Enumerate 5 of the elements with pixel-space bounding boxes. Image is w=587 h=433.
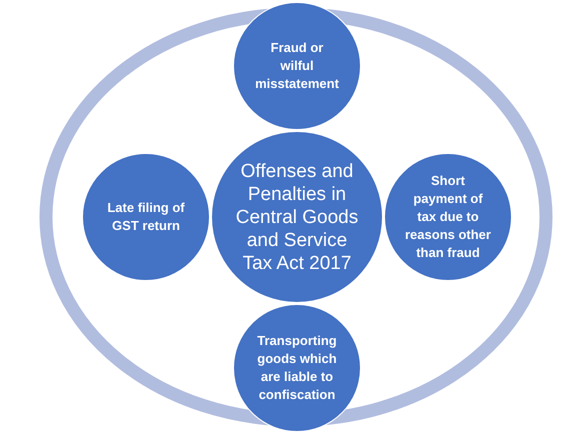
topic-text: Short payment of tax due to reasons other than fraud — [404, 172, 492, 262]
topic-text: Fraud or wilful misstatement — [254, 39, 340, 93]
central-text: Offenses and Penalties in Central Goods and Service Tax Act 2017 — [234, 160, 360, 274]
topic-text: Late filing of GST return — [106, 199, 186, 235]
topic-text: Transporting goods which are liable to confiscation — [256, 332, 338, 404]
